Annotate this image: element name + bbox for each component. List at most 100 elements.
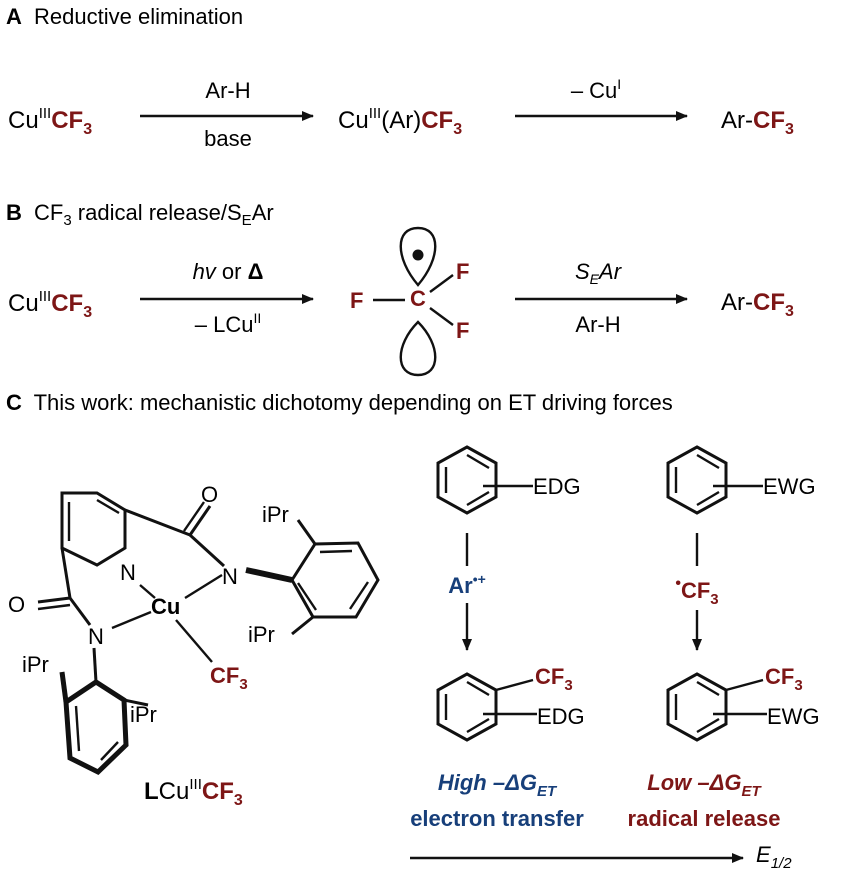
arene-inner-bond	[696, 490, 720, 507]
nitrogen-left: N	[88, 624, 104, 649]
et-sub: ET	[742, 783, 763, 800]
cf3-bond	[725, 678, 764, 692]
panel-a: A Reductive elimination CuIIICF3 Ar-H ba…	[6, 4, 794, 151]
cf3-sub: 3	[785, 303, 794, 320]
arene-inner-bond	[466, 453, 490, 470]
cf3-group: CF	[210, 663, 239, 688]
fluorine-upper: F	[456, 259, 469, 284]
cf3-sub: 3	[453, 121, 462, 138]
ewg-caption-1: Low –ΔGET	[647, 770, 762, 800]
complex-label: LCuIIICF3	[144, 776, 243, 809]
ipr-mid: iPr	[248, 622, 275, 647]
ar-ligand: (Ar)	[381, 107, 421, 134]
panel-b-letter: B	[6, 200, 22, 225]
cf3-sub: 3	[83, 304, 92, 321]
minus-cu: – Cu	[571, 78, 617, 103]
cf-bond-down	[429, 307, 454, 326]
edg-caption-2: electron transfer	[410, 806, 584, 831]
minus-lcu: – LCu	[195, 312, 254, 337]
cf3-group: CF	[535, 664, 564, 689]
cf3-bond	[495, 678, 534, 692]
cf3-radical: C F F F	[350, 226, 469, 377]
cf3-sub: 3	[234, 792, 243, 809]
arene-inner-bond	[466, 490, 490, 507]
co-bond-left	[37, 596, 71, 604]
cf3-group: CF	[681, 578, 710, 603]
cf-bond-up	[429, 274, 454, 293]
ox-state: II	[253, 310, 261, 326]
ox-state: I	[617, 76, 621, 92]
arrow-1-below: base	[204, 126, 252, 151]
ar-prefix: Ar-	[721, 107, 753, 134]
arrow-2-above: – CuI	[571, 76, 621, 103]
ox-state: III	[39, 288, 52, 305]
panel-a-start: CuIIICF3	[8, 105, 92, 138]
panel-b-title-cf: CF	[34, 200, 63, 225]
panel-a-letter: A	[6, 4, 22, 29]
complex-cf3: CF3	[210, 663, 248, 693]
high-label: High	[438, 770, 487, 795]
e-sub: 1/2	[771, 855, 793, 872]
co-bond-right-2	[183, 501, 205, 532]
aryl-inner-bond	[297, 582, 317, 611]
cf3-group: CF	[753, 289, 785, 316]
ox-state: III	[189, 776, 202, 793]
cn-bond-right	[188, 533, 226, 568]
co-bond-left-2	[37, 603, 71, 611]
l-label: L	[144, 778, 159, 805]
fluorine-left: F	[350, 288, 363, 313]
cn-bond-left	[68, 597, 92, 626]
carbon-label: C	[410, 286, 426, 311]
ipr-bond-mid	[291, 615, 314, 636]
edg-caption-1: High –ΔGET	[438, 770, 558, 800]
or-label: or	[216, 259, 248, 284]
cu-n-left	[111, 610, 152, 630]
arene-inner-bond	[466, 680, 490, 697]
panel-b-header: B CF3 radical release/SEAr	[6, 200, 274, 229]
cu-cf3-bond	[175, 619, 213, 663]
arene-inner-bond	[696, 717, 720, 734]
fluorine-lower: F	[456, 318, 469, 343]
cu-n-right	[184, 573, 223, 600]
radical-cation-sup: •+	[473, 571, 486, 587]
product-cf3: CF3	[535, 664, 573, 694]
panel-b-title-sub: 3	[63, 212, 71, 229]
arrow-1-above: hv or Δ	[193, 259, 264, 284]
pyridine-ring	[60, 491, 127, 567]
panel-b: B CF3 radical release/SEAr CuIIICF3 hv o…	[6, 200, 794, 377]
aryl-inner-bond	[319, 549, 353, 554]
panel-b-title-mid: radical release/S	[72, 200, 242, 225]
cf3-sub: 3	[83, 121, 92, 138]
cu-label: Cu	[8, 107, 39, 134]
cf3-group: CF	[202, 778, 234, 805]
cf3-group: CF	[765, 664, 794, 689]
low-label: Low	[647, 770, 693, 795]
nitrogen-right: N	[222, 564, 238, 589]
cu-label: Cu	[338, 107, 369, 134]
upper-lobe	[399, 226, 437, 287]
n-aryl-bond-left	[92, 647, 98, 683]
cf3-group: CF	[421, 107, 453, 134]
pyridine-inner-bond	[96, 498, 120, 515]
ipr-left: iPr	[22, 652, 49, 677]
arene-inner-bond	[696, 680, 720, 697]
arene-ewg	[666, 445, 728, 515]
arrow-2-below: Ar-H	[575, 312, 620, 337]
se-ar: Ar	[597, 259, 623, 284]
cf3-group: CF	[51, 107, 83, 134]
ewg-pathway: EWG •CF3 CF3 EWG Low –ΔGET radical relea…	[628, 445, 820, 831]
aryl-inner-bond	[74, 705, 81, 752]
cf3-sub: 3	[564, 677, 572, 694]
arrow-1-below: – LCuII	[195, 310, 262, 337]
heat-symbol: Δ	[248, 259, 264, 284]
panel-a-product: Ar-CF3	[721, 107, 794, 138]
delta-g-label: –ΔG	[487, 770, 537, 795]
e-half-label: E1/2	[756, 842, 792, 872]
oxygen-left: O	[8, 592, 25, 617]
cf3-radical-label: •CF3	[675, 575, 718, 608]
cu-n-pyridine	[139, 584, 156, 599]
se-sub: E	[590, 271, 600, 287]
panel-b-product: Ar-CF3	[721, 289, 794, 320]
ewg-label: EWG	[763, 474, 816, 499]
